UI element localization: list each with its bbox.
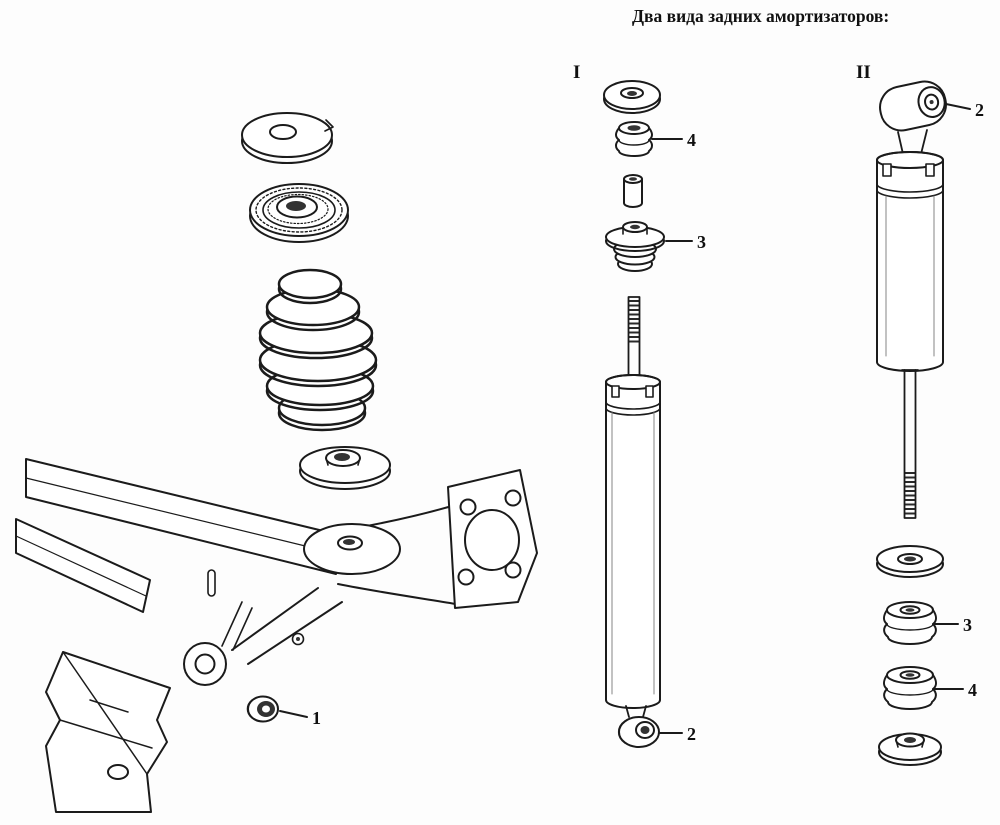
callout-3-type2: 3: [933, 615, 972, 635]
shock-absorber-type1: I 4: [573, 62, 706, 748]
lower-bushing-part3: [605, 221, 665, 272]
trailing-arm: [207, 497, 461, 665]
piston-rod-type2: [901, 369, 919, 519]
flat-washer-type2: [876, 545, 944, 578]
eye-bushing-part2-type2: [879, 80, 947, 155]
cup-washer-type2: [878, 732, 942, 766]
bushing-part4-type2: [883, 666, 937, 710]
bushing-part3-type2: [883, 601, 937, 645]
rear-axle-assembly: 1: [15, 112, 538, 813]
type1-heading: I: [573, 62, 580, 83]
spring-seat-bearing: [249, 183, 349, 243]
callout-4-type1: 4: [651, 130, 696, 150]
part-label-2: 2: [687, 724, 696, 744]
spring-platform: [303, 523, 401, 575]
piston-rod: [627, 296, 641, 381]
spacer-sleeve: [623, 174, 643, 208]
part-label-3: 3: [963, 615, 972, 635]
callout-4-type2: 4: [933, 680, 977, 700]
eye-bushing-part2-type1: [617, 716, 660, 748]
axle-beam-lower: [15, 518, 151, 613]
part-label-3: 3: [697, 232, 706, 252]
part-label-4: 4: [968, 680, 977, 700]
callout-1: 1: [279, 708, 321, 728]
diagram-title: Два вида задних амортизаторов:: [632, 6, 889, 26]
part-label-2: 2: [975, 100, 984, 120]
shock-absorber-type2: II 2: [856, 62, 984, 766]
callout-2-type2: 2: [945, 100, 984, 120]
lower-spring-seat: [299, 446, 391, 490]
mounting-bracket: [45, 651, 171, 813]
callout-2-type1: 2: [659, 724, 696, 744]
part-label-1: 1: [312, 708, 321, 728]
type2-heading: II: [856, 62, 871, 83]
coil-spring: [258, 268, 378, 432]
top-cap-washer: [603, 80, 661, 114]
arm-bushing-part1: [246, 695, 279, 723]
shock-body-type1: [605, 374, 661, 718]
axle-beam-main: [25, 458, 341, 575]
callout-3-type1: 3: [665, 232, 706, 252]
upper-bushing-part4: [615, 121, 653, 157]
bushing-housing: [183, 642, 227, 686]
part-label-4: 4: [687, 130, 696, 150]
hub-flange-plate: [447, 469, 538, 609]
shock-body-type2: [876, 151, 944, 372]
upper-mount-washer: [241, 112, 334, 164]
